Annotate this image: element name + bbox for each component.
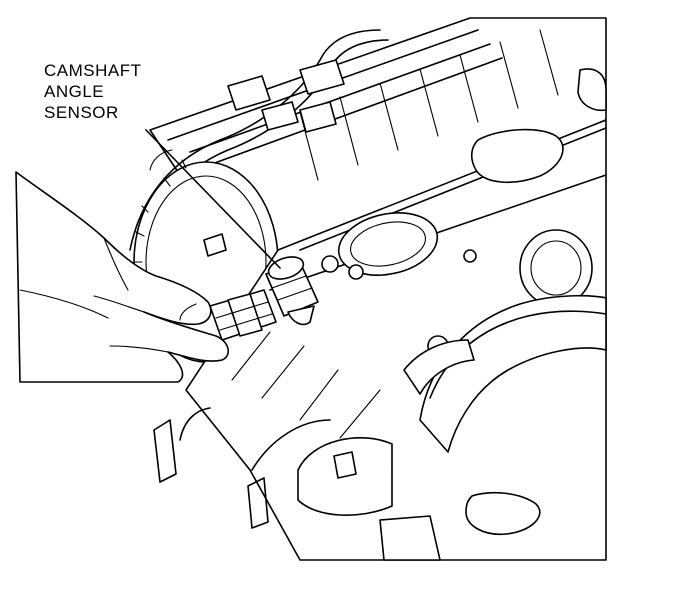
- intake-runner: [403, 294, 607, 453]
- sensor-connector: [209, 289, 277, 341]
- wiring-harness: [129, 29, 389, 257]
- callout-line-2: ANGLE: [44, 82, 105, 101]
- callout-leader-line: [145, 129, 281, 269]
- cylinder-head: [153, 68, 607, 561]
- callout-label: CAMSHAFT ANGLE SENSOR: [44, 60, 142, 123]
- camshaft-angle-sensor: [265, 256, 319, 326]
- hand: [15, 171, 229, 383]
- callout-line-3: SENSOR: [44, 103, 119, 122]
- callout-line-1: CAMSHAFT: [44, 61, 142, 80]
